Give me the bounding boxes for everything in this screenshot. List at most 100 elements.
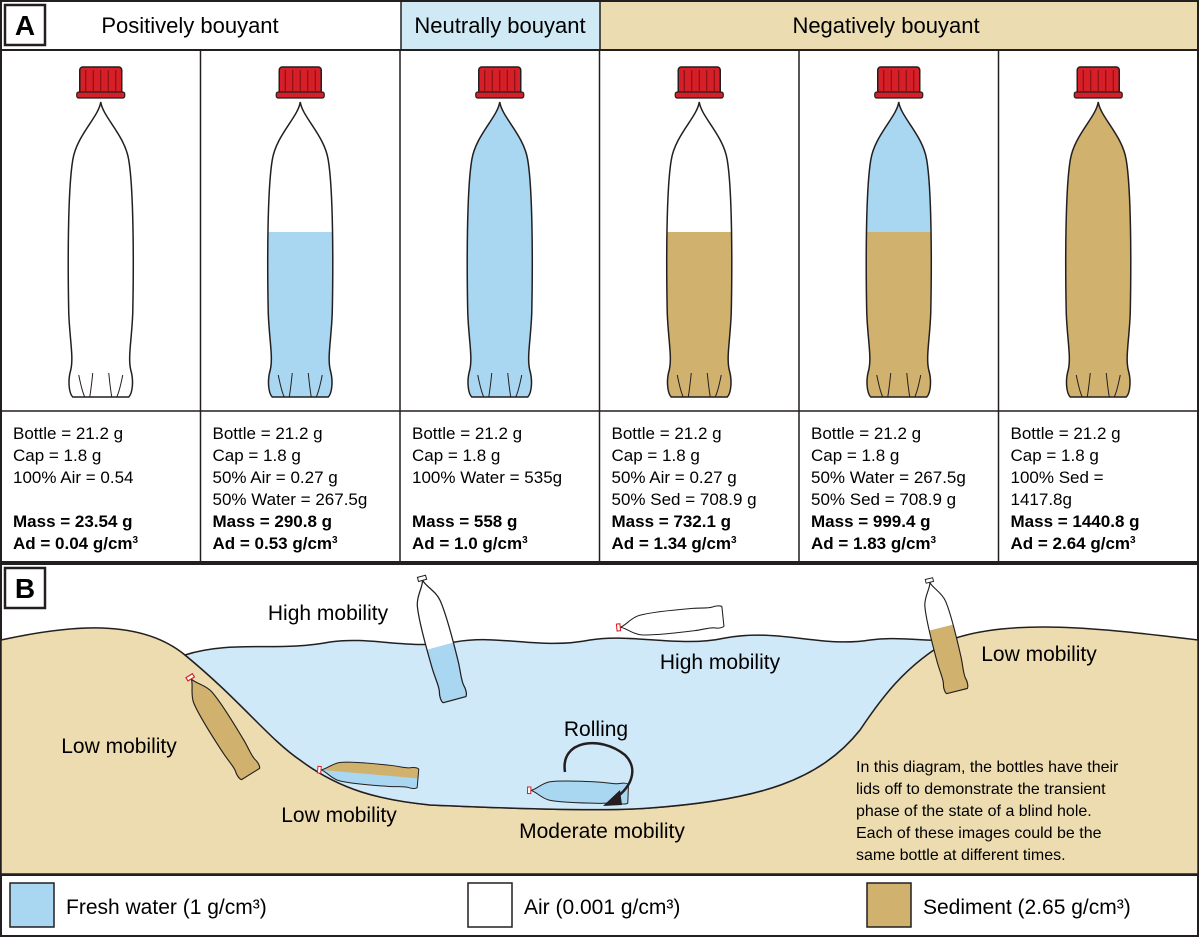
- bottle-info-line: Bottle = 21.2 g: [811, 424, 921, 443]
- legend: Fresh water (1 g/cm³) Air (0.001 g/cm³) …: [0, 874, 1199, 937]
- negative-header-bg: [600, 1, 1198, 50]
- panel-b: B High mobili: [0, 563, 1199, 875]
- bottle-base-crease: [914, 374, 922, 398]
- bottle-base-crease: [1075, 374, 1083, 398]
- bottle-fill-bottom: [467, 102, 533, 397]
- legend-label-air: Air (0.001 g/cm³): [524, 896, 680, 919]
- bottle-base-crease: [714, 374, 722, 398]
- label-low-mobility-left: Low mobility: [61, 735, 177, 758]
- bottle-cap-ring: [275, 91, 325, 99]
- bottle-cap-ring: [874, 91, 924, 99]
- legend-swatch-water: [9, 882, 55, 928]
- bottle-base-crease: [1086, 372, 1091, 398]
- bottle-info-row: Bottle = 21.2 g Cap = 1.8 g 100% Air = 0.5…: [13, 424, 1140, 553]
- note-line: phase of the state of a blind hole.: [856, 803, 1092, 820]
- bottle-mass: Mass = 558 g: [412, 512, 517, 531]
- panel-a-label-box: [3, 3, 47, 47]
- panel-b-label: B: [15, 573, 35, 604]
- label-rolling: Rolling: [564, 718, 628, 741]
- bottle-info-line: Cap = 1.8 g: [412, 446, 500, 465]
- bottle-base-crease: [488, 372, 493, 398]
- bottle-base-crease: [1113, 374, 1121, 398]
- bottle-cap-ring: [1073, 91, 1123, 99]
- bottle-mass: Mass = 999.4 g: [811, 512, 931, 531]
- bottle-cap-ring: [76, 91, 126, 99]
- bottle-info-line: 100% Air = 0.54: [13, 468, 134, 487]
- bottle-base-crease: [887, 372, 892, 398]
- note-line: Each of these images could be the: [856, 825, 1102, 842]
- bottle-high-mobility-floating: [615, 604, 725, 640]
- bottle-6: [1064, 66, 1132, 398]
- bottle-3: [466, 66, 534, 398]
- bottle-cap-ring: [475, 91, 525, 99]
- header-negatively-bouyant: Negatively bouyant: [792, 13, 979, 38]
- label-low-mobility-bottom: Low mobility: [281, 804, 397, 827]
- bottle-2: [266, 66, 334, 398]
- note-line: same bottle at different times.: [856, 847, 1066, 864]
- bottle-base-crease: [116, 374, 124, 398]
- bottle-info-line: Cap = 1.8 g: [1011, 446, 1099, 465]
- bottle-base-crease: [676, 374, 684, 398]
- legend-label-sediment: Sediment (2.65 g/cm³): [923, 896, 1131, 919]
- bottle-base-crease: [315, 374, 323, 398]
- bottle-info-line: 100% Sed =: [1011, 468, 1104, 487]
- bottle-info-line: 50% Water = 267.5g: [213, 490, 368, 509]
- bottle-info-line: 50% Sed = 708.9 g: [612, 490, 757, 509]
- bottle-base-crease: [687, 372, 692, 398]
- note-line: In this diagram, the bottles have their: [856, 759, 1119, 776]
- bottle-base-crease: [277, 374, 285, 398]
- bottle-info-line: Bottle = 21.2 g: [612, 424, 722, 443]
- bottle-info-line: Cap = 1.8 g: [612, 446, 700, 465]
- bottle-4: [665, 66, 733, 398]
- bottle-base-crease: [876, 374, 884, 398]
- bottle-base-crease: [288, 372, 293, 398]
- bottle-moderate-mobility-rolling: [526, 779, 629, 805]
- legend-swatch-air: [467, 882, 513, 928]
- bottle-info-line: Bottle = 21.2 g: [213, 424, 323, 443]
- bottle-apparent-density: Ad = 1.0 g/cm3: [412, 534, 528, 553]
- bottle-base-crease: [307, 372, 312, 398]
- bottle-base-crease: [706, 372, 711, 398]
- bottle-cap-ring: [674, 91, 724, 99]
- bottle-apparent-density: Ad = 1.34 g/cm3: [612, 534, 738, 553]
- bottle-5: [865, 66, 933, 398]
- bottle-info-line: 50% Sed = 708.9 g: [811, 490, 956, 509]
- bottle-base-crease: [515, 374, 523, 398]
- rolling-arrowhead-icon: [603, 790, 622, 806]
- bottle-fill-bottom: [666, 232, 732, 397]
- bottle-mass: Mass = 290.8 g: [213, 512, 333, 531]
- bottle-info-line: 50% Air = 0.27 g: [612, 468, 737, 487]
- neutral-header-bg: [401, 1, 600, 50]
- diagram-note: In this diagram, the bottles have their …: [856, 759, 1119, 864]
- bottle-base-crease: [507, 372, 512, 398]
- bottle-info-line: Bottle = 21.2 g: [1011, 424, 1121, 443]
- header-positively-bouyant: Positively bouyant: [101, 13, 278, 38]
- bottle-base-crease: [1105, 372, 1110, 398]
- bottle-info-line: 1417.8g: [1011, 490, 1072, 509]
- label-high-mobility-2: High mobility: [660, 651, 781, 674]
- note-line: lids off to demonstrate the transient: [856, 781, 1106, 798]
- bottle-info-line: Cap = 1.8 g: [13, 446, 101, 465]
- bottle-base-crease: [78, 374, 86, 398]
- bottle-base-crease: [477, 374, 485, 398]
- bottle-apparent-density: Ad = 2.64 g/cm3: [1011, 534, 1137, 553]
- bottle-info-line: Cap = 1.8 g: [811, 446, 899, 465]
- bottle-info-line: Bottle = 21.2 g: [13, 424, 123, 443]
- legend-swatch-sediment: [866, 882, 912, 928]
- bottle-base-crease: [89, 372, 94, 398]
- panel-b-label-box: [3, 566, 47, 610]
- bottle-base-crease: [906, 372, 911, 398]
- bottle-fill-bottom: [1065, 102, 1131, 397]
- bottle-base-crease: [108, 372, 113, 398]
- bottle-apparent-density: Ad = 1.83 g/cm3: [811, 534, 937, 553]
- bottle-row: [67, 66, 1132, 398]
- bottle-fill-bottom: [267, 232, 333, 397]
- bottle-info-line: 50% Air = 0.27 g: [213, 468, 338, 487]
- bottle-info-line: Cap = 1.8 g: [213, 446, 301, 465]
- label-moderate-mobility: Moderate mobility: [519, 820, 685, 843]
- header-neutrally-bouyant: Neutrally bouyant: [414, 13, 585, 38]
- bottle-info-line: Bottle = 21.2 g: [412, 424, 522, 443]
- bottle-info-line: 50% Water = 267.5g: [811, 468, 966, 487]
